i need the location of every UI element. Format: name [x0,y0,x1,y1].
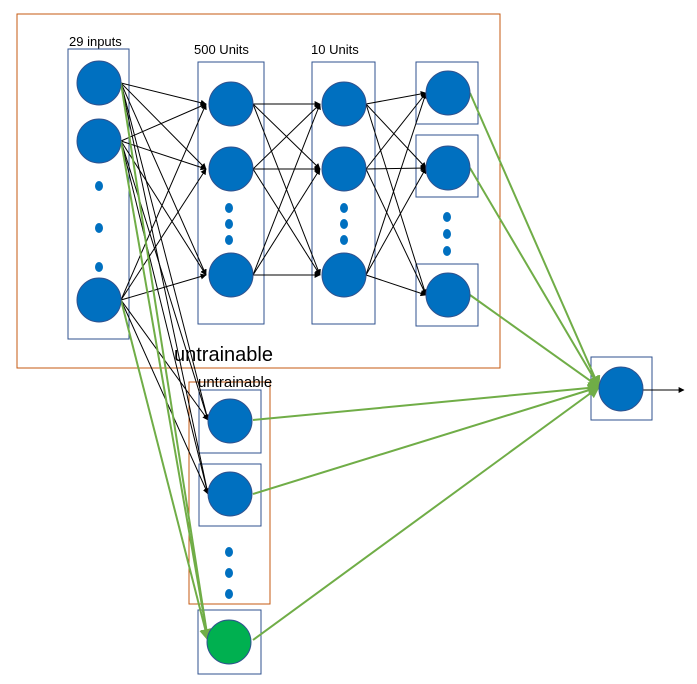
label-untrainable-large: untrainable [174,344,273,366]
hidden-500-nodes [208,81,254,298]
ellipsis-dot [95,181,103,191]
green-node [206,619,252,665]
untrainable-node [207,398,253,444]
hidden-10-node [321,81,367,127]
ellipsis-dot [340,203,348,213]
ellipsis-dot [340,235,348,245]
ellipsis-dot [225,219,233,229]
hidden-10-node [321,146,367,192]
output-nodes [425,70,471,318]
ellipsis-dot [95,223,103,233]
label-10-units: 10 Units [311,42,359,57]
hidden-500-node [208,252,254,298]
input-node [76,60,122,106]
hidden-500-node [208,146,254,192]
untrainable-nodes [207,398,253,599]
hidden-10-node [321,252,367,298]
input-node [76,118,122,164]
untrainable-node [207,471,253,517]
hidden-10-nodes [321,81,367,298]
ellipsis-dot [443,229,451,239]
ellipsis-dot [225,547,233,557]
output-node [425,70,471,116]
ellipsis-dot [443,246,451,256]
ellipsis-dot [340,219,348,229]
ellipsis-dot [225,203,233,213]
ellipsis-dot [443,212,451,222]
label-untrainable-small: untrainable [198,374,272,391]
untrainable-layer-frame [188,381,271,605]
ellipsis-dot [225,568,233,578]
label-500-units: 500 Units [194,42,249,57]
ellipsis-dot [225,589,233,599]
ellipsis-dot [95,262,103,272]
input-node [76,277,122,323]
trainable-edges [120,82,685,495]
skip-edges [120,82,601,642]
trainable-region-frame [16,13,501,369]
output-node [425,272,471,318]
final-output-node [598,366,644,412]
output-node [425,145,471,191]
ellipsis-dot [225,235,233,245]
input-nodes [76,60,122,323]
hidden-500-node [208,81,254,127]
label-inputs: 29 inputs [69,34,122,49]
